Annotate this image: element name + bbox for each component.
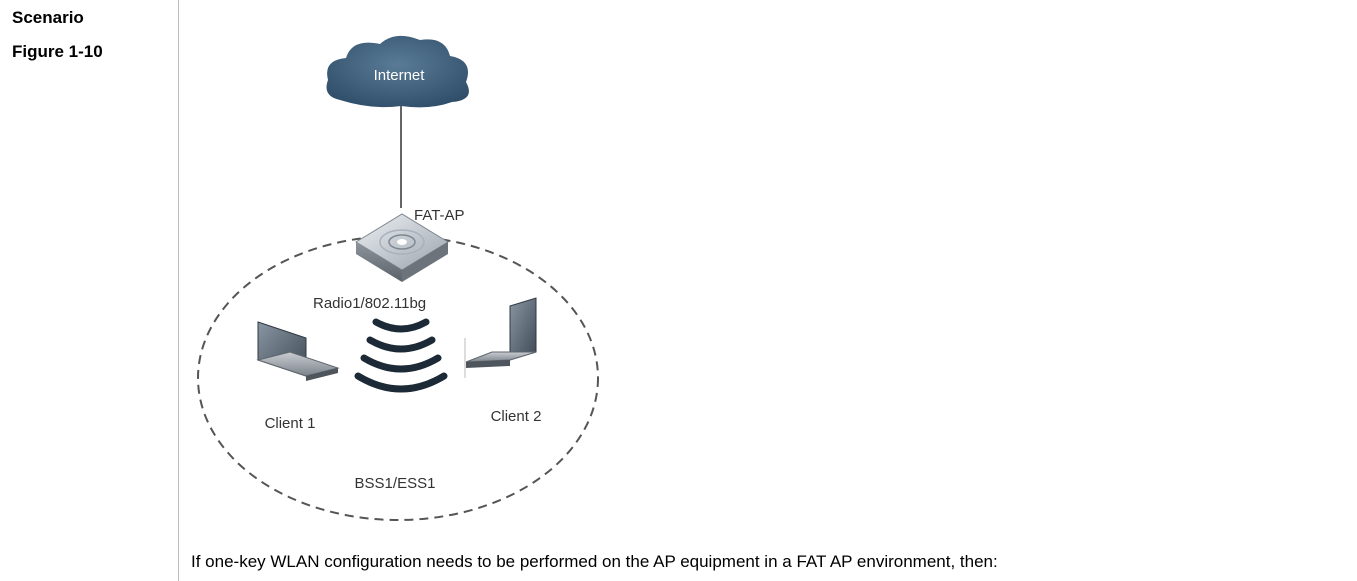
internet-label: Internet	[374, 67, 426, 84]
wireless-signal-icon	[354, 318, 448, 393]
client-2-label: Client 2	[491, 408, 542, 425]
client-1-label: Client 1	[265, 415, 316, 432]
access-point-icon	[355, 213, 449, 282]
internet-cloud-icon	[326, 35, 469, 108]
label-column: Scenario Figure 1-10	[0, 0, 178, 581]
radio-label: Radio1/802.11bg	[313, 295, 426, 312]
body-paragraph: If one-key WLAN configuration needs to b…	[191, 552, 998, 571]
client-1-laptop-icon	[256, 321, 340, 381]
bss-label: BSS1/ESS1	[355, 475, 436, 492]
client-2-laptop-icon	[464, 297, 537, 378]
fat-ap-label: FAT-AP	[414, 207, 465, 224]
network-diagram: Internet FAT-AP Radio1/802.11bg Client 1…	[197, 35, 599, 521]
column-divider	[178, 0, 179, 581]
figure-label: Figure 1-10	[12, 42, 103, 61]
scenario-label: Scenario	[12, 8, 84, 27]
